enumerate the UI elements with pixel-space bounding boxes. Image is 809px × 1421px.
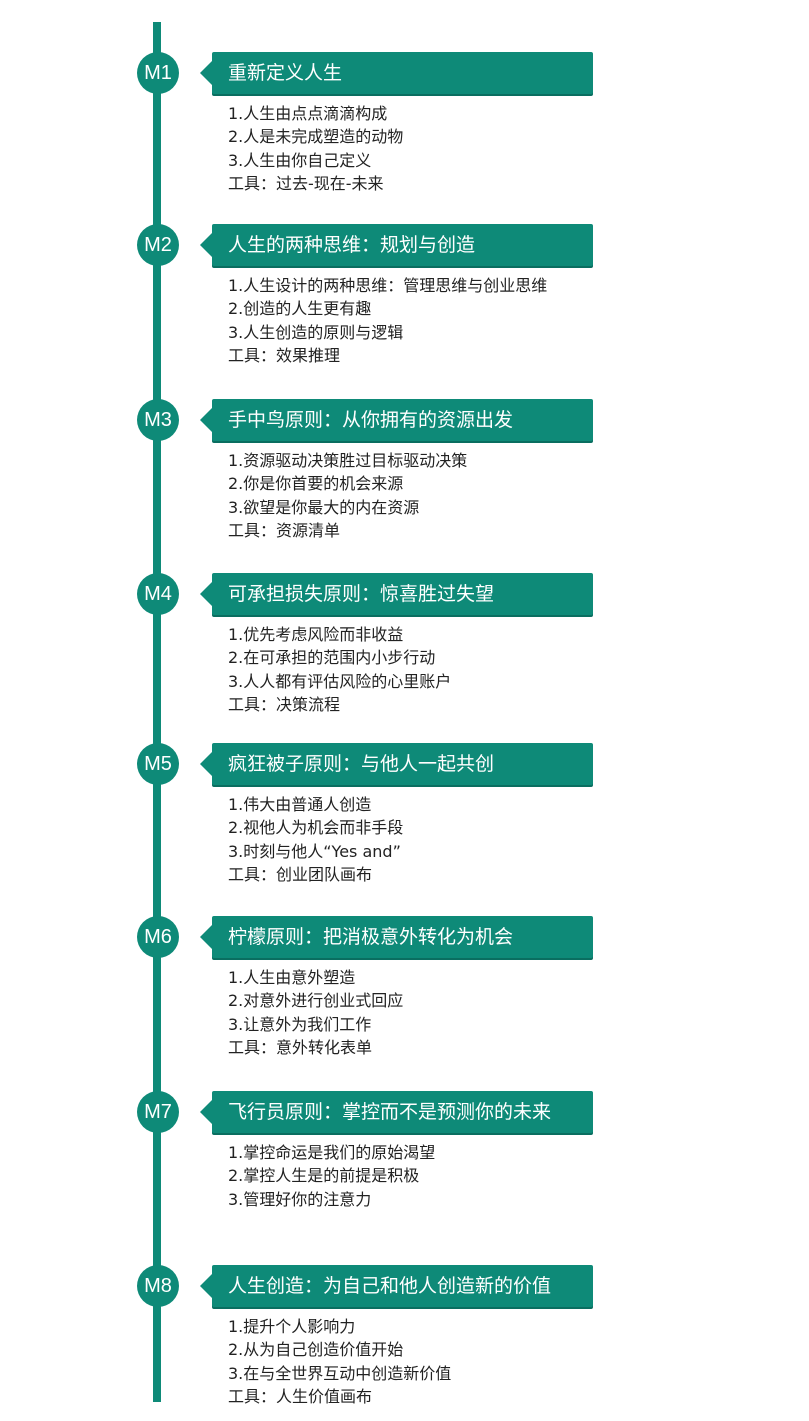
list-item: 工具：效果推理 bbox=[228, 345, 341, 365]
list-item: 工具：过去-现在-未来 bbox=[228, 173, 384, 193]
list-item: 3.人生由你自己定义 bbox=[228, 150, 372, 170]
module-title: 重新定义人生 bbox=[228, 62, 343, 84]
module-badge: M6 bbox=[137, 916, 179, 958]
module-badge: M3 bbox=[137, 399, 179, 441]
list-item: 工具：人生价值画布 bbox=[228, 1386, 373, 1406]
module-title: 柠檬原则：把消极意外转化为机会 bbox=[228, 926, 514, 948]
list-item: 3.让意外为我们工作 bbox=[228, 1014, 372, 1034]
list-item: 工具：创业团队画布 bbox=[228, 864, 373, 884]
list-item: 1.提升个人影响力 bbox=[228, 1317, 356, 1336]
banner-pointer-icon bbox=[200, 233, 212, 257]
module-title-banner: 飞行员原则：掌控而不是预测你的未来 bbox=[200, 1091, 593, 1133]
module-item-list: 1.优先考虑风险而非收益 2.在可承担的范围内小步行动 3.人人都有评估风险的心… bbox=[228, 623, 451, 716]
module-item-list: 1.掌控命运是我们的原始渴望 2.掌控人生是的前提是积极 3.管理好你的注意力 bbox=[228, 1141, 435, 1211]
list-item: 2.你是你首要的机会来源 bbox=[228, 474, 404, 494]
banner-pointer-icon bbox=[200, 582, 212, 606]
list-item: 1.资源驱动决策胜过目标驱动决策 bbox=[228, 451, 468, 470]
list-item: 3.管理好你的注意力 bbox=[228, 1189, 372, 1209]
banner-pointer-icon bbox=[200, 408, 212, 432]
list-item: 2.对意外进行创业式回应 bbox=[228, 991, 404, 1011]
module-badge: M7 bbox=[137, 1091, 179, 1133]
list-item: 2.视他人为机会而非手段 bbox=[228, 818, 404, 838]
module-badge: M8 bbox=[137, 1265, 179, 1307]
module-item-list: 1.人生由意外塑造 2.对意外进行创业式回应 3.让意外为我们工作 工具：意外转… bbox=[228, 966, 403, 1059]
list-item: 1.掌控命运是我们的原始渴望 bbox=[228, 1143, 436, 1162]
list-item: 2.从为自己创造价值开始 bbox=[228, 1340, 404, 1360]
module-title: 手中鸟原则：从你拥有的资源出发 bbox=[228, 409, 514, 431]
list-item: 工具：决策流程 bbox=[228, 694, 341, 714]
module-item-list: 1.资源驱动决策胜过目标驱动决策 2.你是你首要的机会来源 3.欲望是你最大的内… bbox=[228, 449, 467, 542]
list-item: 工具：意外转化表单 bbox=[228, 1037, 373, 1057]
list-item: 1.人生由意外塑造 bbox=[228, 968, 356, 987]
module-badge: M1 bbox=[137, 52, 179, 94]
module-badge: M2 bbox=[137, 224, 179, 266]
list-item: 1.优先考虑风险而非收益 bbox=[228, 625, 404, 644]
module-item-list: 1.提升个人影响力 2.从为自己创造价值开始 3.在与全世界互动中创造新价值 工… bbox=[228, 1315, 451, 1408]
list-item: 工具：资源清单 bbox=[228, 520, 341, 540]
list-item: 3.在与全世界互动中创造新价值 bbox=[228, 1363, 452, 1383]
list-item: 2.人是未完成塑造的动物 bbox=[228, 127, 404, 147]
list-item: 2.在可承担的范围内小步行动 bbox=[228, 648, 436, 668]
module-title-banner: 柠檬原则：把消极意外转化为机会 bbox=[200, 916, 593, 958]
module-title-banner: 可承担损失原则：惊喜胜过失望 bbox=[200, 573, 593, 615]
banner-pointer-icon bbox=[200, 752, 212, 776]
module-title-banner: 重新定义人生 bbox=[200, 52, 593, 94]
timeline-line bbox=[153, 22, 161, 1402]
module-title-banner: 手中鸟原则：从你拥有的资源出发 bbox=[200, 399, 593, 441]
module-item-list: 1.人生由点点滴滴构成 2.人是未完成塑造的动物 3.人生由你自己定义 工具：过… bbox=[228, 102, 403, 195]
module-item-list: 1.伟大由普通人创造 2.视他人为机会而非手段 3.时刻与他人“Yes and”… bbox=[228, 793, 403, 886]
module-title: 可承担损失原则：惊喜胜过失望 bbox=[228, 583, 495, 605]
module-title-banner: 疯狂被子原则：与他人一起共创 bbox=[200, 743, 593, 785]
module-badge: M4 bbox=[137, 573, 179, 615]
banner-pointer-icon bbox=[200, 925, 212, 949]
list-item: 3.欲望是你最大的内在资源 bbox=[228, 497, 420, 517]
list-item: 3.时刻与他人“Yes and” bbox=[228, 841, 401, 861]
banner-pointer-icon bbox=[200, 61, 212, 85]
module-item-list: 1.人生设计的两种思维：管理思维与创业思维 2.创造的人生更有趣 3.人生创造的… bbox=[228, 274, 547, 367]
banner-pointer-icon bbox=[200, 1274, 212, 1298]
module-title: 人生创造：为自己和他人创造新的价值 bbox=[228, 1275, 552, 1297]
module-badge: M5 bbox=[137, 743, 179, 785]
module-title-banner: 人生的两种思维：规划与创造 bbox=[200, 224, 593, 266]
module-title: 疯狂被子原则：与他人一起共创 bbox=[228, 753, 495, 775]
list-item: 1.伟大由普通人创造 bbox=[228, 795, 372, 814]
list-item: 3.人生创造的原则与逻辑 bbox=[228, 322, 404, 342]
module-title: 飞行员原则：掌控而不是预测你的未来 bbox=[228, 1101, 552, 1123]
list-item: 1.人生设计的两种思维：管理思维与创业思维 bbox=[228, 276, 548, 295]
list-item: 2.掌控人生是的前提是积极 bbox=[228, 1166, 420, 1186]
list-item: 3.人人都有评估风险的心里账户 bbox=[228, 671, 452, 691]
banner-pointer-icon bbox=[200, 1100, 212, 1124]
list-item: 1.人生由点点滴滴构成 bbox=[228, 104, 388, 123]
module-title: 人生的两种思维：规划与创造 bbox=[228, 234, 476, 256]
list-item: 2.创造的人生更有趣 bbox=[228, 299, 372, 319]
module-title-banner: 人生创造：为自己和他人创造新的价值 bbox=[200, 1265, 593, 1307]
